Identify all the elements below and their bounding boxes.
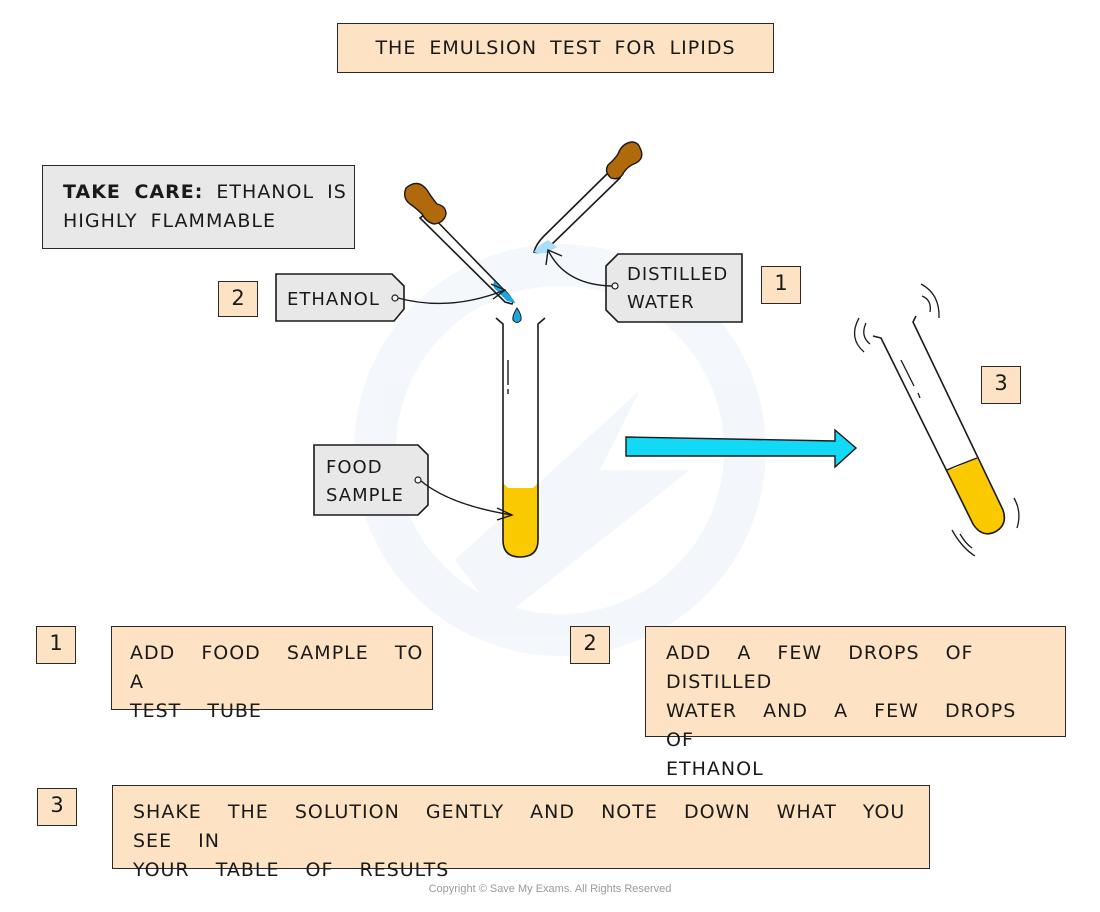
ethanol-tag: ETHANOL	[275, 273, 507, 322]
copyright-notice: Copyright © Save My Exams. All Rights Re…	[428, 883, 672, 895]
food-sample-label-line2: SAMPLE	[326, 485, 404, 506]
diagram-marker-shake: 3	[981, 366, 1021, 404]
food-sample-label-line1: FOOD	[326, 457, 383, 478]
water-liquid	[534, 240, 557, 254]
step-1-instruction: ADD FOOD SAMPLE TO A TEST TUBE	[111, 626, 433, 722]
food-sample-tag: FOOD SAMPLE	[313, 444, 514, 521]
water-dropper-tube	[533, 168, 622, 254]
warning-text-line1: ETHANOL IS	[203, 181, 347, 203]
page-title-text: THE EMULSION TEST FOR LIPIDS	[375, 37, 736, 59]
distilled-water-tag: DISTILLED WATER	[545, 248, 743, 323]
safety-warning: TAKE CARE: ETHANOL IS HIGHLY FLAMMABLE	[42, 165, 355, 249]
water-dropper	[533, 141, 643, 254]
ethanol-liquid	[493, 281, 515, 303]
step-3-number: 3	[37, 788, 77, 826]
distilled-water-label-line1: DISTILLED	[627, 264, 728, 285]
shaken-sample-liquid	[947, 458, 1005, 534]
step-2-instruction: ADD A FEW DROPS OF DISTILLED WATER AND A…	[645, 626, 1066, 780]
warning-text-line2: HIGHLY FLAMMABLE	[63, 210, 276, 232]
food-sample-liquid	[503, 483, 538, 557]
page-title: THE EMULSION TEST FOR LIPIDS	[337, 23, 774, 73]
step-1-number: 1	[36, 626, 76, 664]
distilled-water-label-line2: WATER	[627, 292, 695, 313]
test-tube-shaking	[853, 283, 1020, 557]
diagram-marker-water: 1	[761, 266, 801, 304]
water-dropper-bulb	[605, 141, 643, 180]
warning-heading: TAKE CARE:	[63, 181, 204, 203]
ethanol-drop	[512, 307, 522, 323]
step-3-instruction: SHAKE THE SOLUTION GENTLY AND NOTE DOWN …	[112, 785, 930, 881]
step-2-number: 2	[570, 626, 610, 664]
ethanol-label: ETHANOL	[287, 289, 380, 310]
ethanol-dropper-bulb	[403, 182, 447, 225]
test-tube-upright	[495, 317, 546, 558]
process-arrow	[625, 428, 858, 469]
diagram-marker-ethanol: 2	[218, 281, 258, 317]
